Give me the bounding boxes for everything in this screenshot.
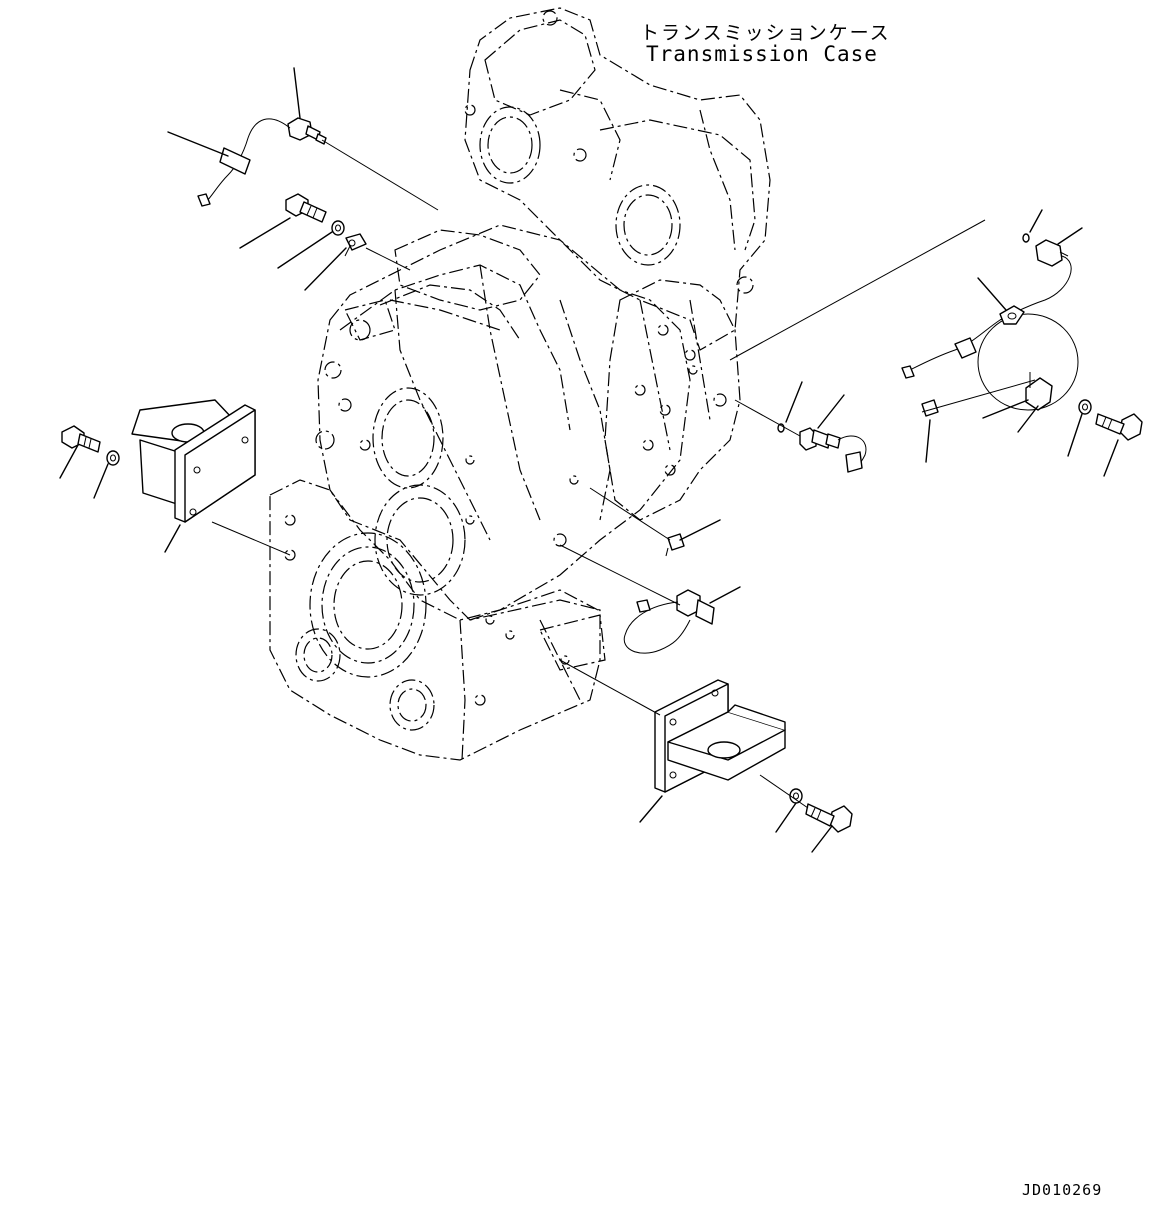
title-english: Transmission Case — [646, 42, 878, 66]
sensor-icon — [288, 118, 326, 144]
clamp-icon — [1000, 306, 1024, 324]
bracket-icon — [132, 400, 255, 522]
center-lines — [212, 140, 1035, 808]
plug-icon — [922, 400, 938, 416]
o-ring-icon — [1023, 234, 1029, 242]
harness-icon — [624, 600, 690, 653]
harness-icon — [838, 436, 866, 472]
bolt-icon — [806, 804, 852, 832]
washer-icon — [790, 789, 802, 803]
washer-icon — [332, 221, 344, 235]
sensor-icon — [677, 590, 714, 624]
sensor-icon — [800, 428, 840, 450]
bolt-icon — [62, 426, 100, 452]
washer-icon — [1079, 400, 1091, 414]
clamp-icon — [345, 234, 366, 256]
clamp-icon — [1026, 372, 1052, 410]
bolt-icon — [286, 194, 326, 222]
leader-lines — [60, 68, 1118, 852]
washer-icon — [107, 451, 119, 465]
bolt-icon — [1096, 414, 1142, 440]
bracket-icon — [655, 680, 785, 792]
transmission-case-icon — [270, 8, 770, 760]
sensor-icon — [1036, 240, 1068, 266]
clamp-icon — [666, 534, 684, 556]
harness-icon — [902, 256, 1078, 410]
harness-icon — [198, 119, 290, 206]
drawing-code: JD010269 — [1022, 1181, 1103, 1199]
title-japanese: トランスミッションケース — [640, 22, 891, 44]
